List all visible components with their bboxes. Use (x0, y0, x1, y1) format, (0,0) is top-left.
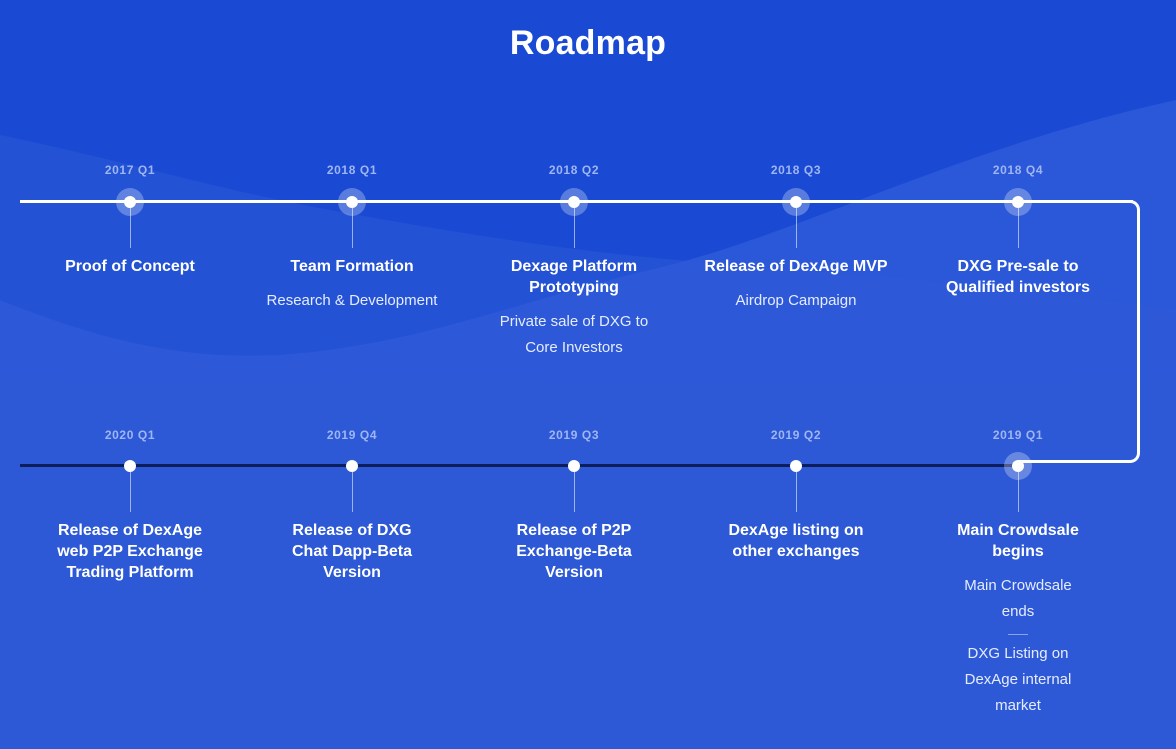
milestone-date: 2018 Q2 (548, 163, 600, 177)
milestone-dot (346, 460, 358, 472)
milestone-dot (790, 460, 802, 472)
milestone-date: 2018 Q4 (992, 163, 1044, 177)
milestone-date: 2019 Q3 (548, 428, 600, 442)
milestone-title: Release of DexAge web P2P Exchange Tradi… (57, 522, 203, 581)
milestone-date: 2019 Q2 (770, 428, 822, 442)
milestone-date: 2020 Q1 (104, 428, 156, 442)
milestone-dot (790, 196, 802, 208)
milestone-desc-2: DXG Listing on DexAge internal market (964, 645, 1072, 714)
milestone-title: DXG Pre-sale to Qualified investors (945, 258, 1091, 296)
milestone-date: 2019 Q4 (326, 428, 378, 442)
milestone-dot (568, 460, 580, 472)
milestone-title: Release of DXG Chat Dapp-Beta Version (291, 522, 412, 581)
milestone-stem (351, 208, 353, 248)
milestone-dot (124, 196, 136, 208)
milestone-desc: Research & Development (266, 292, 438, 309)
milestone-date: 2017 Q1 (104, 163, 156, 177)
milestone-desc: Main Crowdsale ends (964, 577, 1072, 620)
milestone-title: Dexage Platform Prototyping (510, 258, 638, 296)
milestone-dot (1012, 460, 1024, 472)
milestone-desc: Private sale of DXG to Core Investors (499, 313, 649, 356)
milestone-title: Main Crowdsale begins (957, 522, 1079, 560)
milestone-date: 2019 Q1 (992, 428, 1044, 442)
milestone-title: Proof of Concept (65, 258, 195, 275)
milestone-dot (568, 196, 580, 208)
milestone-separator (1008, 634, 1028, 635)
milestone-stem (795, 472, 797, 512)
milestone-stem (129, 472, 131, 512)
milestone-desc: Airdrop Campaign (735, 292, 857, 309)
milestone-dot (124, 460, 136, 472)
milestone-dot (346, 196, 358, 208)
milestone-date: 2018 Q3 (770, 163, 822, 177)
milestone-stem (351, 472, 353, 512)
page-title: Roadmap (509, 24, 667, 62)
milestone-dot (1012, 196, 1024, 208)
milestone-date: 2018 Q1 (326, 163, 378, 177)
milestone-stem (1017, 208, 1019, 248)
timeline-bottom-line (20, 464, 1020, 467)
milestone-stem (573, 472, 575, 512)
timeline-connector (1018, 200, 1140, 463)
milestone-title: DexAge listing on other exchanges (728, 522, 864, 560)
milestone-title: Release of P2P Exchange-Beta Version (516, 522, 632, 581)
milestone-stem (573, 208, 575, 248)
milestone-title: Release of DexAge MVP (704, 258, 888, 275)
milestone-stem (795, 208, 797, 248)
milestone-stem (1017, 472, 1019, 512)
milestone-stem (129, 208, 131, 248)
milestone-title: Team Formation (290, 258, 414, 275)
